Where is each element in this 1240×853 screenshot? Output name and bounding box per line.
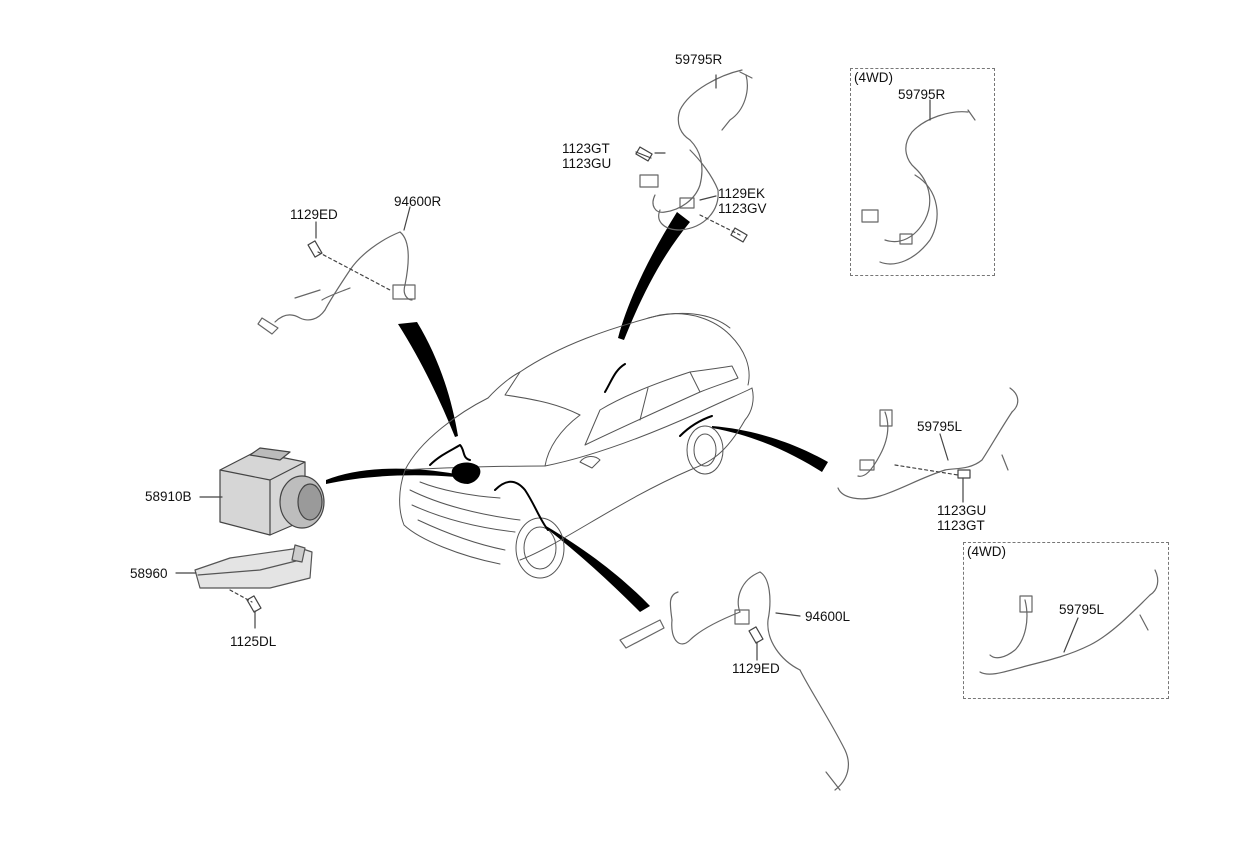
label-58960: 58960 bbox=[130, 566, 168, 581]
callout-wedge-front-right bbox=[398, 322, 458, 437]
sensor-94600L bbox=[619, 571, 849, 791]
bracket-58960 bbox=[194, 544, 313, 589]
label-1129EK: 1129EK bbox=[718, 186, 766, 201]
label-1123GT-b: 1123GT bbox=[937, 518, 985, 533]
bolt-1123GU bbox=[894, 464, 971, 479]
callout-wedge-rear-right bbox=[712, 426, 828, 472]
label-1129ED-bottom: 1129ED bbox=[732, 661, 780, 676]
label-94600L: 94600L bbox=[805, 609, 851, 624]
label-59795L: 59795L bbox=[917, 419, 963, 434]
box-4wd-right: (4WD) 59795R bbox=[850, 68, 995, 276]
label-1123GV: 1123GV bbox=[718, 201, 767, 216]
abs-module-58910B bbox=[219, 447, 325, 536]
car-outline bbox=[399, 312, 754, 579]
sensor-94600R bbox=[257, 231, 416, 335]
label-59795R: 59795R bbox=[675, 52, 723, 67]
label-1125DL: 1125DL bbox=[230, 634, 277, 649]
callout-wedge-top bbox=[618, 212, 690, 340]
callout-wedge-abs bbox=[326, 468, 456, 484]
box-4wd-right-part: 59795R bbox=[898, 87, 946, 102]
sensor-59795L-4wd bbox=[979, 569, 1159, 675]
box-4wd-left-part: 59795L bbox=[1059, 602, 1105, 617]
bolt-1129ED-bottom bbox=[748, 626, 764, 644]
label-1123GU-b: 1123GU bbox=[937, 503, 987, 518]
box-4wd-left: (4WD) 59795L bbox=[963, 542, 1169, 699]
bolt-1129EK bbox=[699, 214, 748, 243]
callout-wedge-front-left bbox=[546, 526, 650, 612]
box-4wd-right-caption: (4WD) bbox=[854, 70, 893, 85]
bolt-1125DL bbox=[229, 589, 262, 613]
bolt-1123GT bbox=[635, 146, 653, 162]
label-1123GT: 1123GT bbox=[562, 141, 610, 156]
label-94600R: 94600R bbox=[394, 194, 442, 209]
sensor-59795L bbox=[837, 387, 1019, 500]
sensor-59795R-4wd bbox=[861, 109, 976, 265]
label-58910B: 58910B bbox=[145, 489, 192, 504]
label-1129ED-top: 1129ED bbox=[290, 207, 338, 222]
bolt-1129ED-top bbox=[307, 240, 391, 291]
abs-unit-on-car bbox=[451, 462, 481, 484]
sensor-59795R bbox=[639, 69, 753, 231]
box-4wd-left-caption: (4WD) bbox=[967, 544, 1006, 559]
car-wiring bbox=[429, 363, 713, 531]
label-1123GU: 1123GU bbox=[562, 156, 612, 171]
